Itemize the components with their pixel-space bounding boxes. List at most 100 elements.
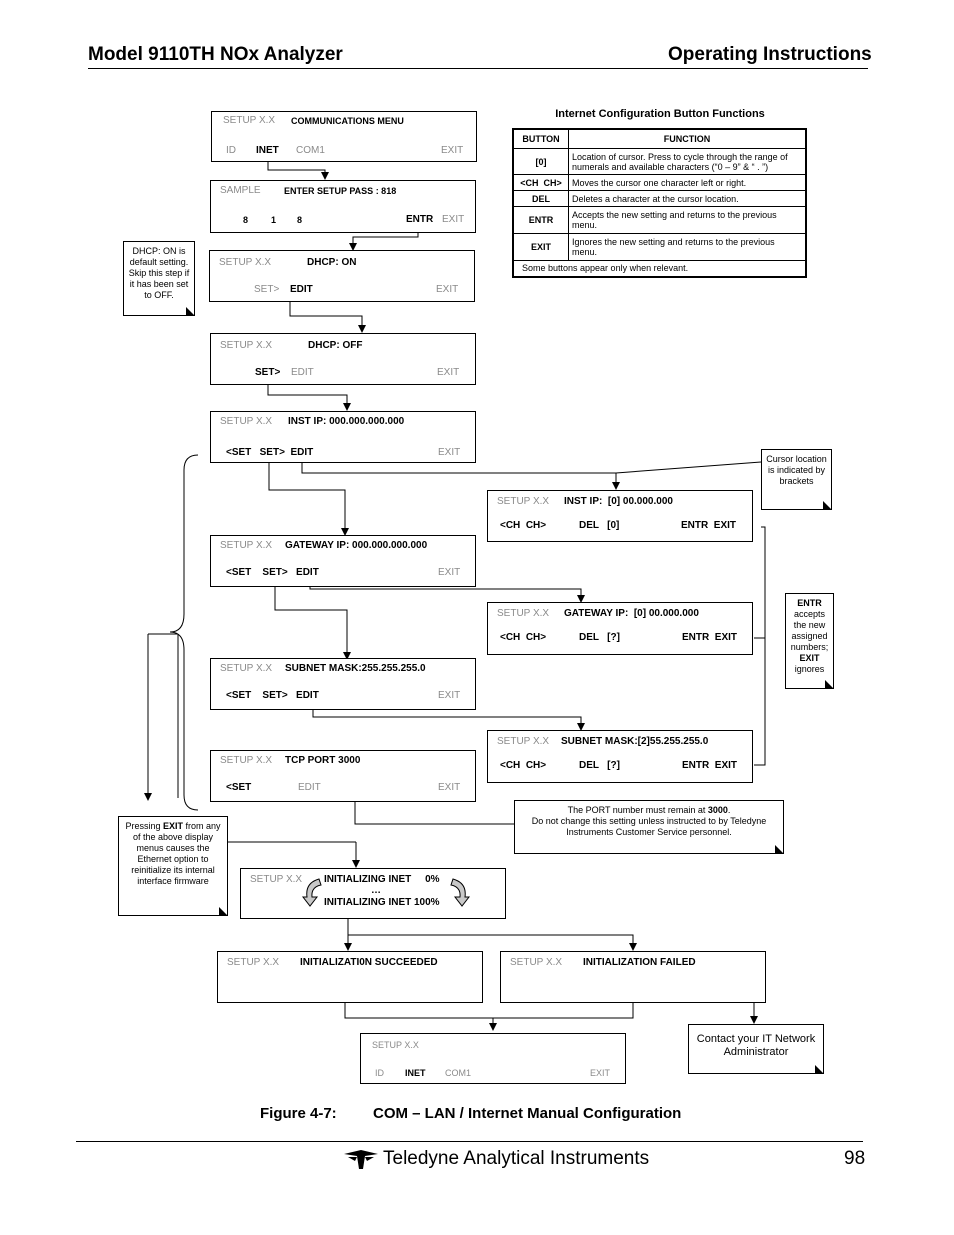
screen-setup-label: SETUP X.X bbox=[497, 608, 550, 619]
screen-tcp-port: SETUP X.X TCP PORT 3000 <SET EDIT EXIT bbox=[210, 750, 476, 802]
screen-title: DHCP: OFF bbox=[308, 340, 363, 351]
inet-button[interactable]: INET bbox=[405, 1068, 426, 1078]
edit-button[interactable]: EDIT bbox=[298, 782, 321, 793]
screen-inst-ip-edit: SETUP X.X INST IP: [0] 00.000.000 <CH CH… bbox=[487, 490, 753, 542]
id-button[interactable]: ID bbox=[375, 1068, 384, 1078]
screen-title: INITIALIZATION FAILED bbox=[583, 957, 696, 968]
footer-rule bbox=[76, 1141, 863, 1142]
screen-subnet-mask: SETUP X.X SUBNET MASK:255.255.255.0 <SET… bbox=[210, 658, 476, 710]
set-button[interactable]: <SET bbox=[226, 782, 252, 793]
screen-gateway-ip-edit: SETUP X.X GATEWAY IP: [0] 00.000.000 <CH… bbox=[487, 602, 753, 655]
digit-2[interactable]: 1 bbox=[271, 215, 277, 225]
table-cell-button: [0] bbox=[512, 148, 569, 175]
exit-button[interactable]: EXIT bbox=[442, 214, 465, 225]
digit-3[interactable]: 8 bbox=[297, 215, 303, 225]
exit-button[interactable]: EXIT bbox=[438, 567, 461, 578]
screen-initialization-succeeded: SETUP X.X INITIALIZATI0N SUCCEEDED bbox=[217, 951, 483, 1003]
set-button[interactable]: SET> bbox=[254, 284, 280, 295]
init-ellipsis: … bbox=[371, 885, 381, 896]
screen-setup-label: SETUP X.X bbox=[220, 540, 273, 551]
entr-exit-buttons[interactable]: ENTR EXIT bbox=[682, 760, 738, 771]
screen-title: INST IP: [0] 00.000.000 bbox=[564, 496, 673, 507]
screen-title: COMMUNICATIONS MENU bbox=[291, 116, 404, 126]
figure-title: COM – LAN / Internet Manual Configuratio… bbox=[373, 1105, 682, 1122]
screen-initializing-inet: SETUP X.X INITIALIZING INET 0% … INITIAL… bbox=[240, 868, 506, 919]
screen-title: INITIALIZATI0N SUCCEEDED bbox=[300, 957, 438, 968]
cycle-arrow-left-icon bbox=[301, 878, 322, 907]
note-exit-keyword: EXIT bbox=[799, 653, 820, 663]
screen-title: INST IP: 000.000.000.000 bbox=[288, 416, 405, 427]
screen-inst-ip: SETUP X.X INST IP: 000.000.000.000 <SET … bbox=[210, 411, 476, 463]
note-text: The PORT number must remain at bbox=[567, 805, 708, 815]
set-button[interactable]: SET> bbox=[255, 367, 281, 378]
screen-setup-label: SETUP X.X bbox=[220, 340, 273, 351]
exit-button[interactable]: EXIT bbox=[438, 690, 461, 701]
note-fold-icon bbox=[186, 307, 195, 316]
screen-setup-label: SETUP X.X bbox=[220, 755, 273, 766]
com1-button[interactable]: COM1 bbox=[445, 1068, 472, 1078]
screen-title: SUBNET MASK:[2]55.255.255.0 bbox=[561, 736, 709, 747]
screen-keys[interactable]: <SET SET> EDIT bbox=[226, 690, 319, 701]
exit-button[interactable]: EXIT bbox=[436, 284, 459, 295]
screen-initialization-failed: SETUP X.X INITIALIZATION FAILED bbox=[500, 951, 766, 1003]
table-cell-button: EXIT bbox=[512, 233, 569, 261]
header-rule bbox=[88, 68, 868, 69]
note-fold-icon bbox=[775, 845, 784, 854]
note-text-2: from any of the above display menus caus… bbox=[131, 821, 221, 886]
screen-sample-label: SAMPLE bbox=[220, 185, 261, 196]
note-entr-keyword: ENTR bbox=[797, 598, 822, 608]
init-line-1: INITIALIZING INET 0% bbox=[324, 874, 440, 885]
exit-button[interactable]: EXIT bbox=[437, 367, 460, 378]
note-text: Pressing bbox=[125, 821, 163, 831]
note-fold-icon bbox=[823, 501, 832, 510]
note-fold-icon bbox=[219, 907, 228, 916]
note-fold-icon bbox=[815, 1065, 824, 1074]
screen-setup-label: SETUP X.X bbox=[227, 957, 280, 968]
figure-label: Figure 4-7: bbox=[260, 1105, 337, 1122]
screen-setup-label: SETUP X.X bbox=[219, 257, 272, 268]
screen-setup-label: SETUP X.X bbox=[497, 496, 550, 507]
screen-setup-label: SETUP X.X bbox=[497, 736, 550, 747]
table-cell-function: Deletes a character at the cursor locati… bbox=[568, 190, 807, 207]
id-button[interactable]: ID bbox=[226, 145, 236, 156]
ch-buttons[interactable]: <CH CH> bbox=[500, 632, 547, 643]
screen-title: TCP PORT 3000 bbox=[285, 755, 361, 766]
cycle-arrow-right-icon bbox=[450, 878, 471, 907]
edit-button[interactable]: EDIT bbox=[290, 284, 313, 295]
screen-keys[interactable]: <SET SET> EDIT bbox=[226, 447, 314, 458]
note-text: accepts the new assigned numbers; bbox=[790, 609, 829, 652]
screen-subnet-mask-edit: SETUP X.X SUBNET MASK:[2]55.255.255.0 <C… bbox=[487, 730, 753, 783]
table-caption: Internet Configuration Button Functions bbox=[555, 108, 765, 120]
ch-buttons[interactable]: <CH CH> bbox=[500, 520, 547, 531]
note-port-value: 3000 bbox=[707, 805, 728, 815]
exit-button[interactable]: EXIT bbox=[438, 447, 461, 458]
screen-title: GATEWAY IP: 000.000.000.000 bbox=[285, 540, 428, 551]
exit-button[interactable]: EXIT bbox=[438, 782, 461, 793]
entr-exit-buttons[interactable]: ENTR EXIT bbox=[682, 632, 738, 643]
del-button[interactable]: DEL [0] bbox=[579, 520, 620, 531]
screen-dhcp-off: SETUP X.X DHCP: OFF SET> EDIT EXIT bbox=[210, 333, 476, 385]
exit-button[interactable]: EXIT bbox=[590, 1068, 611, 1078]
exit-button[interactable]: EXIT bbox=[441, 145, 464, 156]
screen-title: ENTER SETUP PASS : 818 bbox=[284, 186, 397, 196]
ch-buttons[interactable]: <CH CH> bbox=[500, 760, 547, 771]
screen-title: SUBNET MASK:255.255.255.0 bbox=[285, 663, 426, 674]
inet-button[interactable]: INET bbox=[256, 145, 279, 156]
entr-button[interactable]: ENTR bbox=[406, 214, 434, 225]
header-title-right: Operating Instructions bbox=[668, 44, 872, 65]
header-title-left: Model 9110TH NOx Analyzer bbox=[88, 44, 343, 65]
del-button[interactable]: DEL [?] bbox=[579, 632, 620, 643]
note-pressing-exit: Pressing EXIT from any of the above disp… bbox=[118, 816, 228, 916]
button-functions-table: BUTTON FUNCTION [0] Location of cursor. … bbox=[512, 128, 807, 278]
digit-1[interactable]: 8 bbox=[243, 215, 249, 225]
screen-keys[interactable]: <SET SET> EDIT bbox=[226, 567, 319, 578]
screen-setup-label: SETUP X.X bbox=[510, 957, 563, 968]
screen-title: DHCP: ON bbox=[307, 257, 357, 268]
com1-button[interactable]: COM1 bbox=[296, 145, 325, 156]
del-button[interactable]: DEL [?] bbox=[579, 760, 620, 771]
table-cell-function: Ignores the new setting and returns to t… bbox=[568, 233, 807, 261]
entr-exit-buttons[interactable]: ENTR EXIT bbox=[681, 520, 737, 531]
screen-setup-label: SETUP X.X bbox=[223, 115, 276, 126]
edit-button[interactable]: EDIT bbox=[291, 367, 314, 378]
screen-communications-menu: SETUP X.X COMMUNICATIONS MENU ID INET CO… bbox=[211, 111, 477, 162]
